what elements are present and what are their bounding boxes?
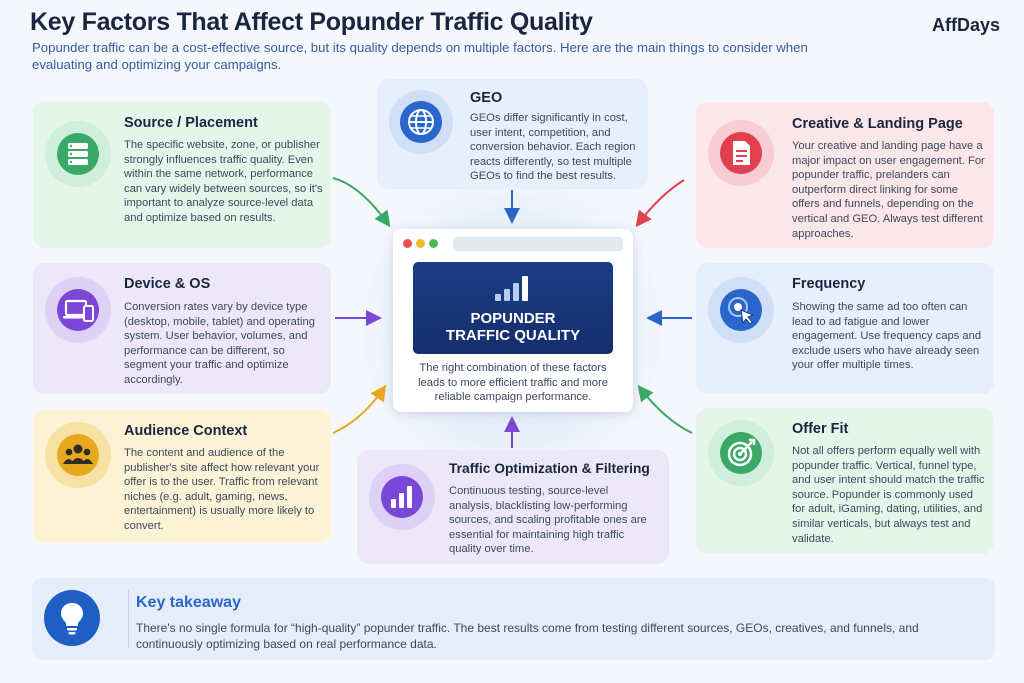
page-subtitle: Popunder traffic can be a cost-effective… bbox=[32, 40, 808, 72]
center-label-line2: TRAFFIC QUALITY bbox=[445, 327, 581, 344]
card-title: Source / Placement bbox=[124, 115, 258, 131]
card-text: GEOs differ significantly in cost, user … bbox=[470, 112, 636, 183]
target-icon bbox=[708, 420, 774, 486]
takeaway-divider bbox=[128, 590, 129, 648]
card-text: Showing the same ad too often can lead t… bbox=[792, 301, 982, 372]
card-title: Device & OS bbox=[124, 276, 211, 292]
card-audience-context: Audience Context The content and audienc… bbox=[33, 409, 331, 543]
window-dot-green bbox=[429, 239, 438, 248]
window-dot-red bbox=[403, 239, 412, 248]
center-browser-window: POPUNDER TRAFFIC QUALITY The right combi… bbox=[393, 229, 633, 412]
card-text: Continuous testing, source-level analysi… bbox=[449, 485, 647, 556]
takeaway-title: Key takeaway bbox=[136, 594, 241, 611]
cursor-target-icon bbox=[708, 277, 774, 343]
card-title: GEO bbox=[470, 90, 503, 106]
key-takeaway-panel: Key takeaway There's no single formula f… bbox=[32, 578, 995, 660]
address-bar bbox=[453, 237, 623, 251]
card-title: Traffic Optimization & Filtering bbox=[449, 461, 650, 476]
lightbulb-icon bbox=[44, 590, 100, 646]
center-label-line1: POPUNDER bbox=[470, 310, 556, 327]
bar-chart-icon bbox=[369, 464, 435, 530]
card-source-placement: Source / Placement The specific website,… bbox=[33, 101, 331, 248]
card-geo: GEO GEOs differ significantly in cost, u… bbox=[377, 79, 648, 189]
brand-logo: AffDays bbox=[931, 15, 1000, 35]
card-frequency: Frequency Showing the same ad too often … bbox=[696, 263, 994, 394]
center-label: POPUNDER TRAFFIC QUALITY bbox=[413, 310, 613, 344]
card-title: Creative & Landing Page bbox=[792, 116, 963, 132]
center-screen: POPUNDER TRAFFIC QUALITY bbox=[413, 262, 613, 354]
window-dot-yellow bbox=[416, 239, 425, 248]
page-title: Key Factors That Affect Popunder Traffic… bbox=[30, 8, 593, 36]
center-description: The right combination of these factors l… bbox=[418, 362, 608, 404]
card-offer-fit: Offer Fit Not all offers perform equally… bbox=[696, 408, 994, 554]
card-text: Your creative and landing page have a ma… bbox=[792, 140, 985, 240]
card-title: Frequency bbox=[792, 276, 866, 292]
takeaway-text: There's no single formula for “high-qual… bbox=[136, 621, 919, 651]
devices-icon bbox=[45, 277, 111, 343]
server-icon bbox=[45, 121, 111, 187]
card-text: Conversion rates vary by device type (de… bbox=[124, 301, 315, 386]
globe-icon bbox=[389, 90, 453, 154]
card-text: The specific website, zone, or publisher… bbox=[124, 139, 323, 224]
card-text: Not all offers perform equally well with… bbox=[792, 445, 985, 545]
document-icon bbox=[708, 120, 774, 186]
card-traffic-optimization: Traffic Optimization & Filtering Continu… bbox=[357, 450, 669, 564]
card-text: The content and audience of the publishe… bbox=[124, 447, 320, 532]
card-title: Audience Context bbox=[124, 423, 248, 439]
signal-bars-icon bbox=[495, 276, 528, 301]
card-device-os: Device & OS Conversion rates vary by dev… bbox=[33, 263, 331, 394]
card-title: Offer Fit bbox=[792, 421, 849, 437]
card-creative-landing: Creative & Landing Page Your creative an… bbox=[696, 102, 994, 248]
users-icon bbox=[45, 422, 111, 488]
